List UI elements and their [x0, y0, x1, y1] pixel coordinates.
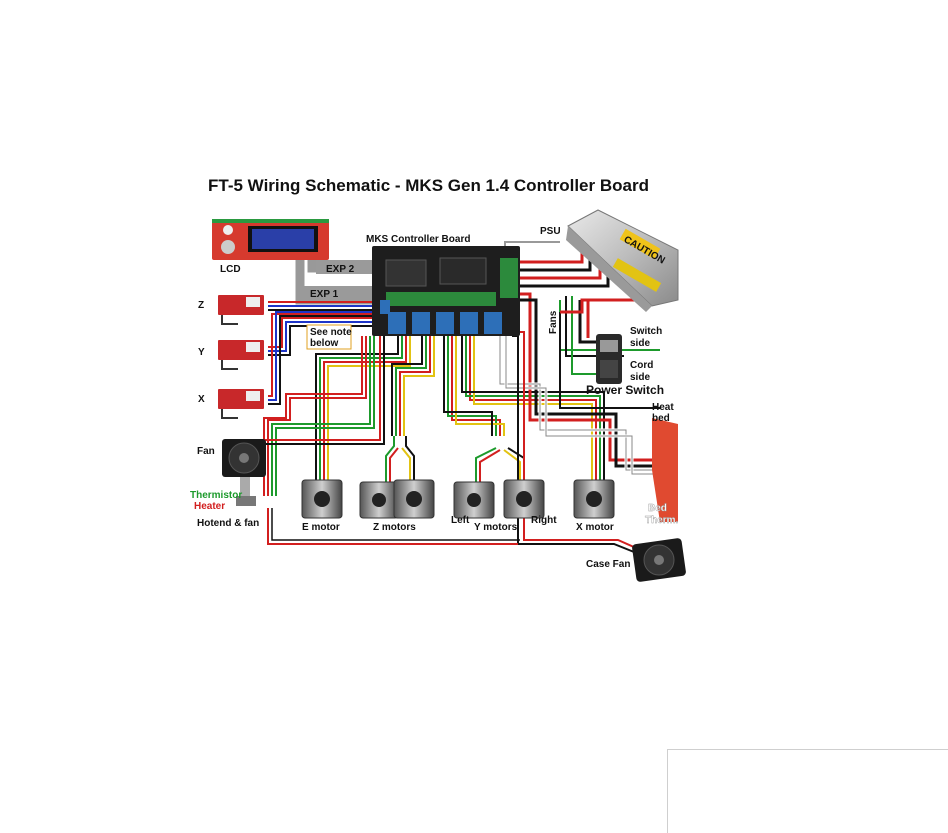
thermistor-label: Thermistor	[190, 490, 242, 501]
y-endstop-label: Y	[198, 347, 205, 358]
exp1-connector	[300, 286, 372, 300]
y-motors-label: Y motors	[474, 522, 518, 533]
z-motor-left	[359, 481, 399, 519]
cord-side-label-1: Cord	[630, 360, 653, 371]
x-motor-label: X motor	[576, 522, 614, 533]
switch-side-label-2: side	[630, 338, 650, 349]
y-right-label: Right	[531, 515, 557, 526]
x-motor	[573, 479, 615, 519]
hotend-fan	[222, 439, 266, 506]
bed-therm-label-1: Bed	[648, 503, 667, 514]
heat-bed	[652, 418, 678, 522]
fans-label: Fans	[548, 310, 559, 334]
case-fan	[632, 538, 686, 582]
x-endstop-label: X	[198, 394, 205, 405]
see-note-label-1: See note	[310, 327, 352, 338]
z-motors-label: Z motors	[373, 522, 416, 533]
page-title: FT-5 Wiring Schematic - MKS Gen 1.4 Cont…	[208, 176, 649, 195]
bed-therm-label-2: Therm.	[645, 515, 679, 526]
corner-panel	[667, 749, 948, 833]
lcd-display	[212, 219, 329, 260]
y-motor-left	[453, 481, 495, 519]
mks-board-label: MKS Controller Board	[366, 234, 470, 245]
e-motor	[301, 479, 343, 519]
see-note-box	[306, 324, 352, 350]
e-motor-label: E motor	[302, 522, 340, 533]
case-fan-label: Case Fan	[586, 559, 630, 570]
endstop-z	[218, 295, 264, 325]
psu: CAUTION	[566, 209, 679, 312]
heat-bed-label-1: Heat	[652, 402, 674, 413]
cord-side-label-2: side	[630, 372, 650, 383]
see-note-label-2: below	[310, 338, 339, 349]
exp2-connector	[316, 260, 372, 274]
mks-controller-board	[372, 246, 520, 336]
endstop-y	[218, 340, 264, 370]
z-endstop-label: Z	[198, 300, 204, 311]
exp1-label: EXP 1	[310, 289, 339, 300]
heater-label: Heater	[194, 501, 225, 512]
exp2-label: EXP 2	[326, 264, 355, 275]
switch-side-label-1: Switch	[630, 326, 662, 337]
psu-label: PSU	[540, 226, 561, 237]
endstop-x	[218, 389, 264, 419]
power-switch	[596, 334, 622, 384]
y-motor-right	[503, 479, 545, 519]
lcd-label: LCD	[220, 264, 241, 275]
power-switch-label: Power Switch	[586, 383, 664, 397]
hotend-fan-caption: Hotend & fan	[197, 518, 259, 529]
hotend-fan-label: Fan	[197, 446, 215, 457]
z-motor-right	[393, 479, 435, 519]
heat-bed-label-2: bed	[652, 413, 670, 424]
y-left-label: Left	[451, 515, 470, 526]
